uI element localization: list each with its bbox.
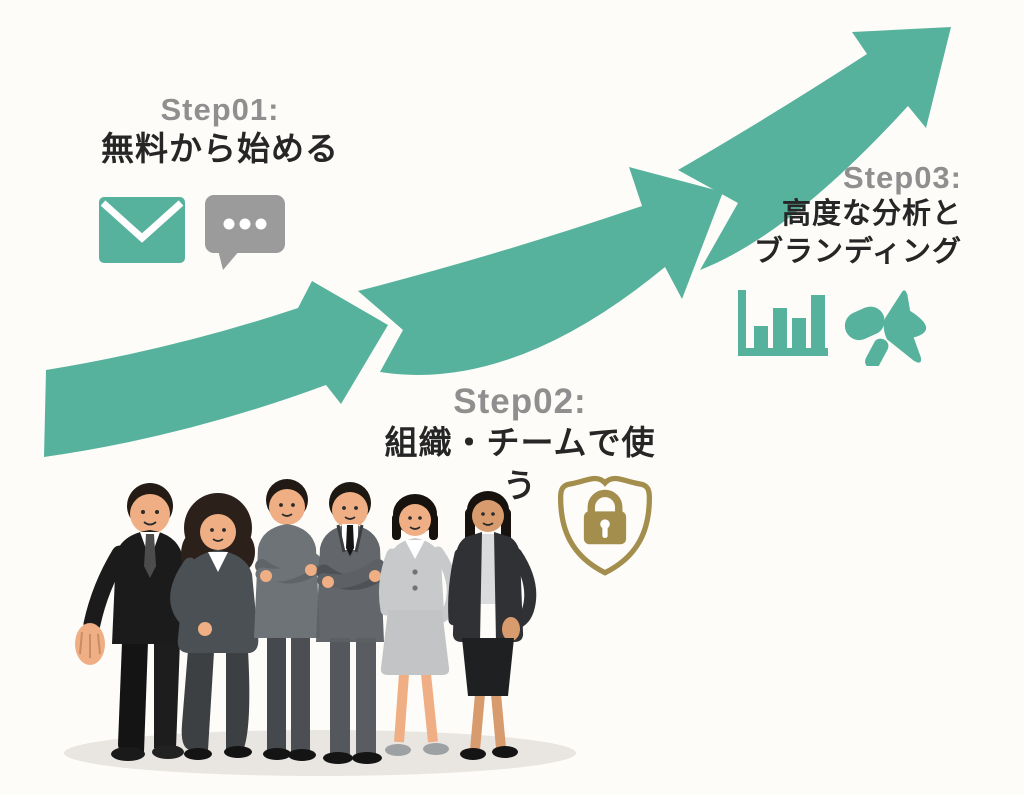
arrow-segment-1 (44, 281, 388, 457)
step-1-label: Step01: (160, 92, 280, 127)
step-3-title-line-2: ブランディング (754, 235, 962, 268)
chat-dots-icon (205, 195, 285, 270)
envelope-icon (99, 197, 185, 263)
person-suit-man (75, 483, 188, 761)
step-1-block: Step01: 無料から始める (70, 92, 370, 171)
step-2-label: Step02: (453, 382, 587, 421)
person-curly-woman (170, 493, 259, 760)
arrow-segment-2 (358, 167, 723, 375)
person-blazer-woman (448, 491, 537, 760)
arrow-segment-3 (678, 27, 951, 270)
bar-chart-icon (738, 290, 828, 356)
shield-lock-icon (557, 475, 653, 576)
person-tee-man (254, 479, 321, 761)
step-2-block: Step02: 組織・チームで使う (368, 382, 672, 508)
step-1-title: 無料から始める (101, 130, 339, 167)
business-team-illustration (64, 479, 576, 776)
megaphone-icon (844, 290, 927, 366)
step-3-title-line-1: 高度な分析と (781, 198, 962, 230)
step-2-title: 組織・チームで使う (384, 424, 656, 504)
person-gray-suit-man (316, 482, 386, 764)
step-3-label: Step03: (843, 160, 962, 195)
person-dress-woman (379, 494, 458, 756)
step-3-block: Step03: 高度な分析と ブランディング (660, 160, 962, 271)
